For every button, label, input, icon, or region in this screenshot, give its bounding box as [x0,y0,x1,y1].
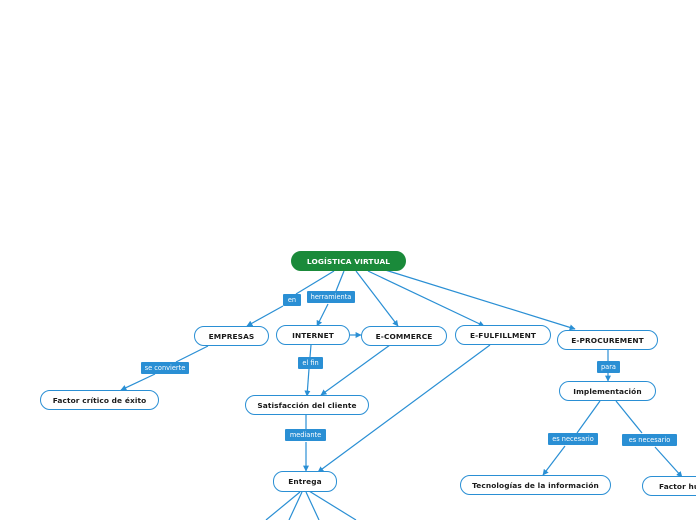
link-label-es-necesario-1[interactable]: es necesario [548,433,598,445]
edge-herramienta-internet [316,303,329,327]
link-label-el-fin[interactable]: el fin [298,357,323,369]
edge-entrega-child-1 [265,491,301,520]
edge-implementacion-esnecesario2 [615,400,643,434]
edge-root-eprocurement [381,268,576,331]
edge-root-en [295,270,335,295]
link-label-herramienta[interactable]: herramienta [307,291,355,303]
edge-en-empresas [246,305,284,327]
edge-efulfillment-entrega [317,344,491,473]
edge-root-ecommerce [355,270,399,327]
node-internet[interactable]: INTERNET [276,325,350,345]
node-root[interactable]: LOGÍSTICA VIRTUAL [291,251,406,271]
edge-empresas-seconvierte [175,345,209,363]
edge-esnecesario1-tecnologias [542,445,566,476]
node-factor-critico[interactable]: Factor crítico de éxito [40,390,159,410]
edge-entrega-child-4 [308,490,357,520]
node-entrega[interactable]: Entrega [273,471,337,492]
node-empresas[interactable]: EMPRESAS [194,326,269,346]
edge-elfin-satisfaccion [304,368,311,397]
link-label-mediante[interactable]: mediante [285,429,326,441]
link-label-se-convierte[interactable]: se convierte [141,362,189,374]
edge-entrega-child-3 [305,491,320,520]
node-implementacion[interactable]: Implementación [559,381,656,401]
node-efulfillment[interactable]: E-FULFILLMENT [455,325,551,345]
edge-internet-elfin [309,344,312,358]
link-label-es-necesario-2[interactable]: es necesario [622,434,677,446]
edge-entrega-child-2 [288,491,303,520]
node-tecnologias[interactable]: Tecnologías de la información [460,475,611,495]
edge-implementacion-esnecesario1 [576,400,601,434]
node-eprocurement[interactable]: E-PROCUREMENT [557,330,658,350]
link-label-para[interactable]: para [597,361,620,373]
node-ecommerce[interactable]: E-COMMERCE [361,326,447,346]
node-satisfaccion[interactable]: Satisfacción del cliente [245,395,369,415]
link-label-en[interactable]: en [283,294,301,306]
edge-ecommerce-satisfaccion [320,344,391,396]
edge-esnecesario2-factorhumano [654,446,683,478]
node-factor-humano[interactable]: Factor humano [642,476,696,496]
edge-root-herramienta [335,270,345,292]
edge-seconvierte-factor [120,373,156,391]
edge-root-efulfillment [367,270,485,327]
